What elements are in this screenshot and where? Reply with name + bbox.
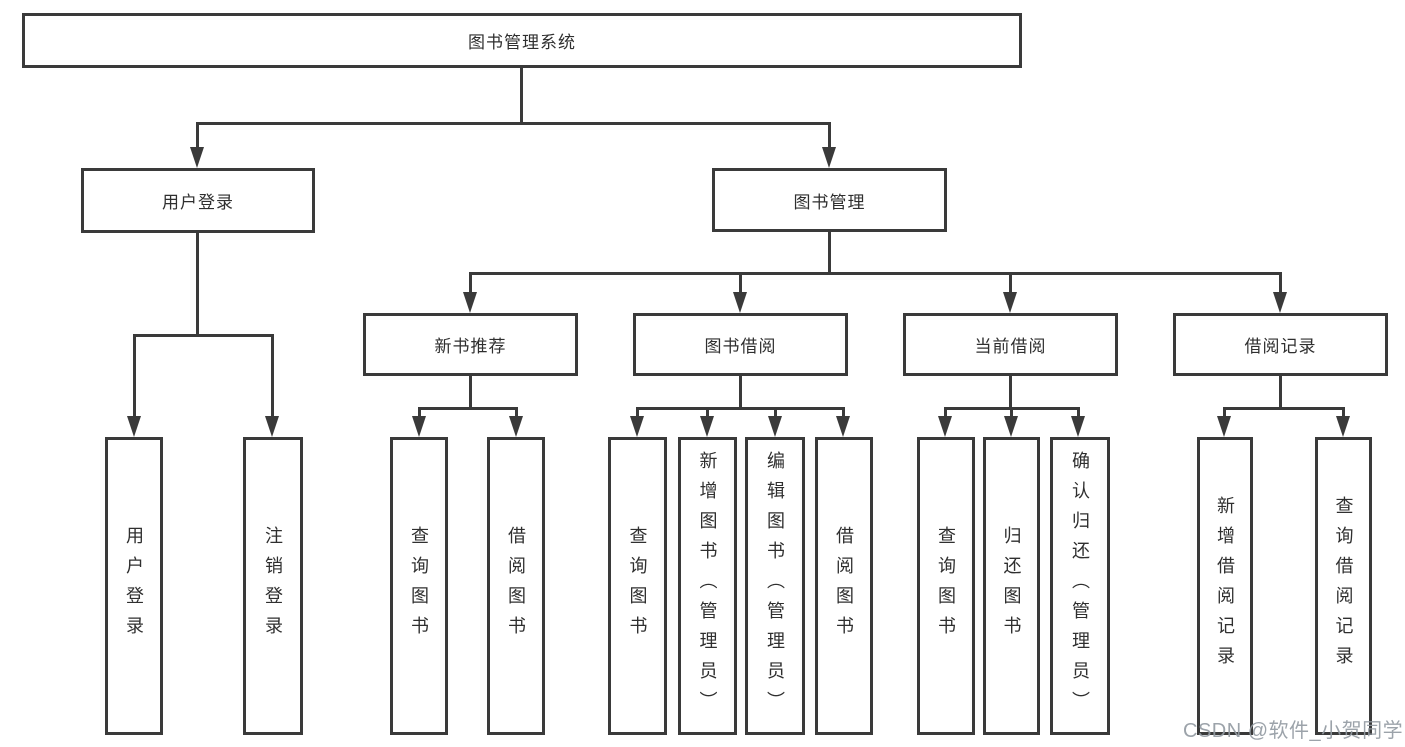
connector-line xyxy=(1077,407,1080,419)
arrow-down-icon xyxy=(509,416,523,437)
arrow-down-icon xyxy=(190,147,204,168)
csdn-watermark: CSDN @软件_小贺同学 xyxy=(1183,720,1404,742)
node-user-login-label: 用户登录 xyxy=(162,193,234,212)
leaf-query-books-current-label: 查询图书 xyxy=(936,526,956,646)
node-new-book-recommend: 新书推荐 xyxy=(363,313,578,376)
leaf-return-books: 归还图书 xyxy=(983,437,1040,735)
connector-line xyxy=(196,233,199,337)
leaf-query-borrow-record: 查询借阅记录 xyxy=(1315,437,1372,735)
connector-line xyxy=(828,122,831,150)
leaf-query-books-recommend: 查询图书 xyxy=(390,437,448,735)
node-book-management-label: 图书管理 xyxy=(793,192,866,212)
arrow-down-icon xyxy=(1071,416,1085,437)
arrow-down-icon xyxy=(938,416,952,437)
arrow-down-icon xyxy=(1336,416,1350,437)
leaf-query-books-current: 查询图书 xyxy=(917,437,975,735)
leaf-user-login: 用户登录 xyxy=(105,437,163,735)
node-new-book-recommend-label: 新书推荐 xyxy=(434,337,507,356)
leaf-query-books-borrow: 查询图书 xyxy=(608,437,667,735)
arrow-down-icon xyxy=(1273,292,1287,313)
leaf-borrow-books-label: 借阅图书 xyxy=(834,526,854,646)
leaf-add-borrow-record-label: 新增借阅记录 xyxy=(1215,496,1235,676)
connector-line xyxy=(1010,407,1013,419)
connector-line xyxy=(1342,407,1345,419)
node-book-borrow-label: 图书借阅 xyxy=(704,337,777,356)
connector-line xyxy=(196,122,831,125)
leaf-return-books-label: 归还图书 xyxy=(1001,526,1022,646)
connector-line xyxy=(739,376,742,410)
leaf-user-login-label: 用户登录 xyxy=(124,526,144,646)
connector-line xyxy=(636,407,845,410)
connector-line xyxy=(1279,376,1282,410)
connector-line xyxy=(133,334,136,418)
leaf-edit-books-admin: 编辑图书（管理员） xyxy=(745,437,805,735)
connector-line xyxy=(469,272,472,296)
leaf-confirm-return-admin-label: 确认归还（管理员） xyxy=(1070,451,1090,721)
connector-line xyxy=(1279,272,1282,296)
leaf-confirm-return-admin: 确认归还（管理员） xyxy=(1050,437,1110,735)
arrow-down-icon xyxy=(412,416,426,437)
node-current-borrow: 当前借阅 xyxy=(903,313,1118,376)
leaf-borrow-books-recommend-label: 借阅图书 xyxy=(506,526,526,646)
leaf-add-borrow-record: 新增借阅记录 xyxy=(1197,437,1253,735)
node-root-label: 图书管理系统 xyxy=(468,33,576,52)
leaf-add-books-admin: 新增图书（管理员） xyxy=(678,437,737,735)
leaf-query-books-recommend-label: 查询图书 xyxy=(409,526,429,646)
connector-line xyxy=(469,272,1282,275)
leaf-logout-label: 注销登录 xyxy=(263,526,283,646)
leaf-query-books-borrow-label: 查询图书 xyxy=(627,526,648,646)
leaf-add-books-admin-label: 新增图书（管理员） xyxy=(697,451,718,721)
connector-line xyxy=(739,272,742,296)
arrow-down-icon xyxy=(630,416,644,437)
leaf-logout: 注销登录 xyxy=(243,437,303,735)
arrow-down-icon xyxy=(463,292,477,313)
connector-line xyxy=(636,407,639,419)
node-user-login: 用户登录 xyxy=(81,168,315,233)
connector-line xyxy=(1009,376,1012,410)
leaf-edit-books-admin-label: 编辑图书（管理员） xyxy=(765,451,785,721)
connector-line xyxy=(196,122,199,150)
leaf-borrow-books: 借阅图书 xyxy=(815,437,873,735)
arrow-down-icon xyxy=(1004,416,1018,437)
node-borrow-records: 借阅记录 xyxy=(1173,313,1388,376)
connector-line xyxy=(1009,272,1012,296)
arrow-down-icon xyxy=(768,416,782,437)
connector-line xyxy=(418,407,421,419)
connector-line xyxy=(515,407,518,419)
node-book-management: 图书管理 xyxy=(712,168,947,232)
arrow-down-icon xyxy=(700,416,714,437)
connector-line xyxy=(418,407,518,410)
connector-line xyxy=(271,334,274,418)
arrow-down-icon xyxy=(265,416,279,437)
arrow-down-icon xyxy=(127,416,141,437)
node-current-borrow-label: 当前借阅 xyxy=(974,337,1047,356)
connector-line xyxy=(842,407,845,419)
connector-line xyxy=(1223,407,1344,410)
connector-line xyxy=(520,68,523,124)
connector-line xyxy=(706,407,709,419)
arrow-down-icon xyxy=(836,416,850,437)
node-book-borrow: 图书借阅 xyxy=(633,313,848,376)
arrow-down-icon xyxy=(822,147,836,168)
node-borrow-records-label: 借阅记录 xyxy=(1244,337,1317,356)
connector-line xyxy=(828,232,831,275)
arrow-down-icon xyxy=(1003,292,1017,313)
connector-line xyxy=(774,407,777,419)
connector-line xyxy=(1223,407,1226,419)
leaf-borrow-books-recommend: 借阅图书 xyxy=(487,437,545,735)
connector-line xyxy=(469,376,472,410)
connector-line xyxy=(133,334,274,337)
arrow-down-icon xyxy=(1217,416,1231,437)
arrow-down-icon xyxy=(733,292,747,313)
connector-line xyxy=(944,407,947,419)
node-root-library-system: 图书管理系统 xyxy=(22,13,1022,68)
leaf-query-borrow-record-label: 查询借阅记录 xyxy=(1333,496,1354,676)
